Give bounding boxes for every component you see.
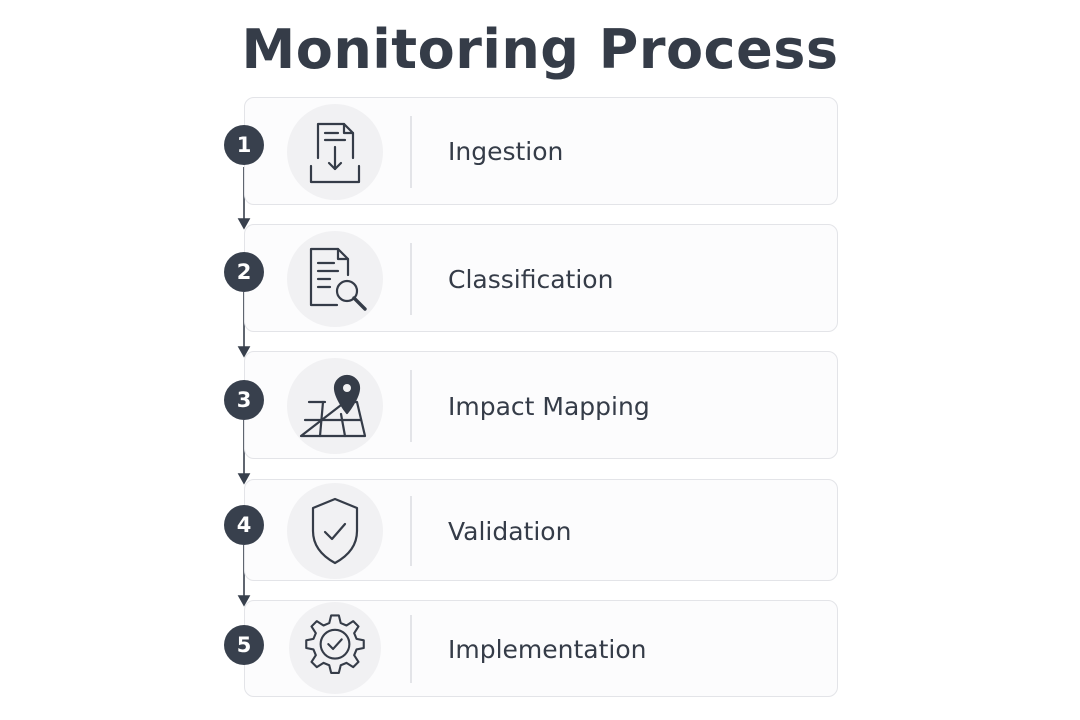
arrowhead-3-4 [237,473,251,485]
step-label: Classification [448,265,614,294]
icon-circle [287,483,383,579]
icon-circle [287,104,383,200]
card-divider [410,116,412,188]
step-card-impact-mapping: Impact Mapping [244,351,838,459]
step-label: Ingestion [448,137,564,166]
card-divider [410,615,412,683]
card-divider [410,496,412,566]
shield-check-icon [311,497,359,565]
step-card-validation: Validation [244,479,838,581]
step-number-badge: 1 [224,125,264,165]
step-label: Impact Mapping [448,392,650,421]
card-divider [410,243,412,315]
icon-circle [287,358,383,454]
gear-check-icon [305,614,365,674]
step-number-badge: 4 [224,505,264,545]
step-number-badge: 5 [224,625,264,665]
step-number-badge: 2 [224,252,264,292]
map-pin-icon [299,374,367,438]
arrowhead-1-2 [237,218,251,230]
icon-circle [289,602,381,694]
step-label: Implementation [448,635,647,664]
step-number-badge: 3 [224,380,264,420]
arrowhead-4-5 [237,595,251,607]
step-label: Validation [448,517,572,546]
diagram-title: Monitoring Process [241,18,839,81]
step-card-ingestion: Ingestion [244,97,838,205]
icon-circle [287,231,383,327]
document-search-icon [309,247,367,311]
card-divider [410,370,412,442]
step-card-classification: Classification [244,224,838,332]
arrowhead-2-3 [237,346,251,358]
step-card-implementation: Implementation [244,600,838,697]
document-download-icon [309,122,361,184]
